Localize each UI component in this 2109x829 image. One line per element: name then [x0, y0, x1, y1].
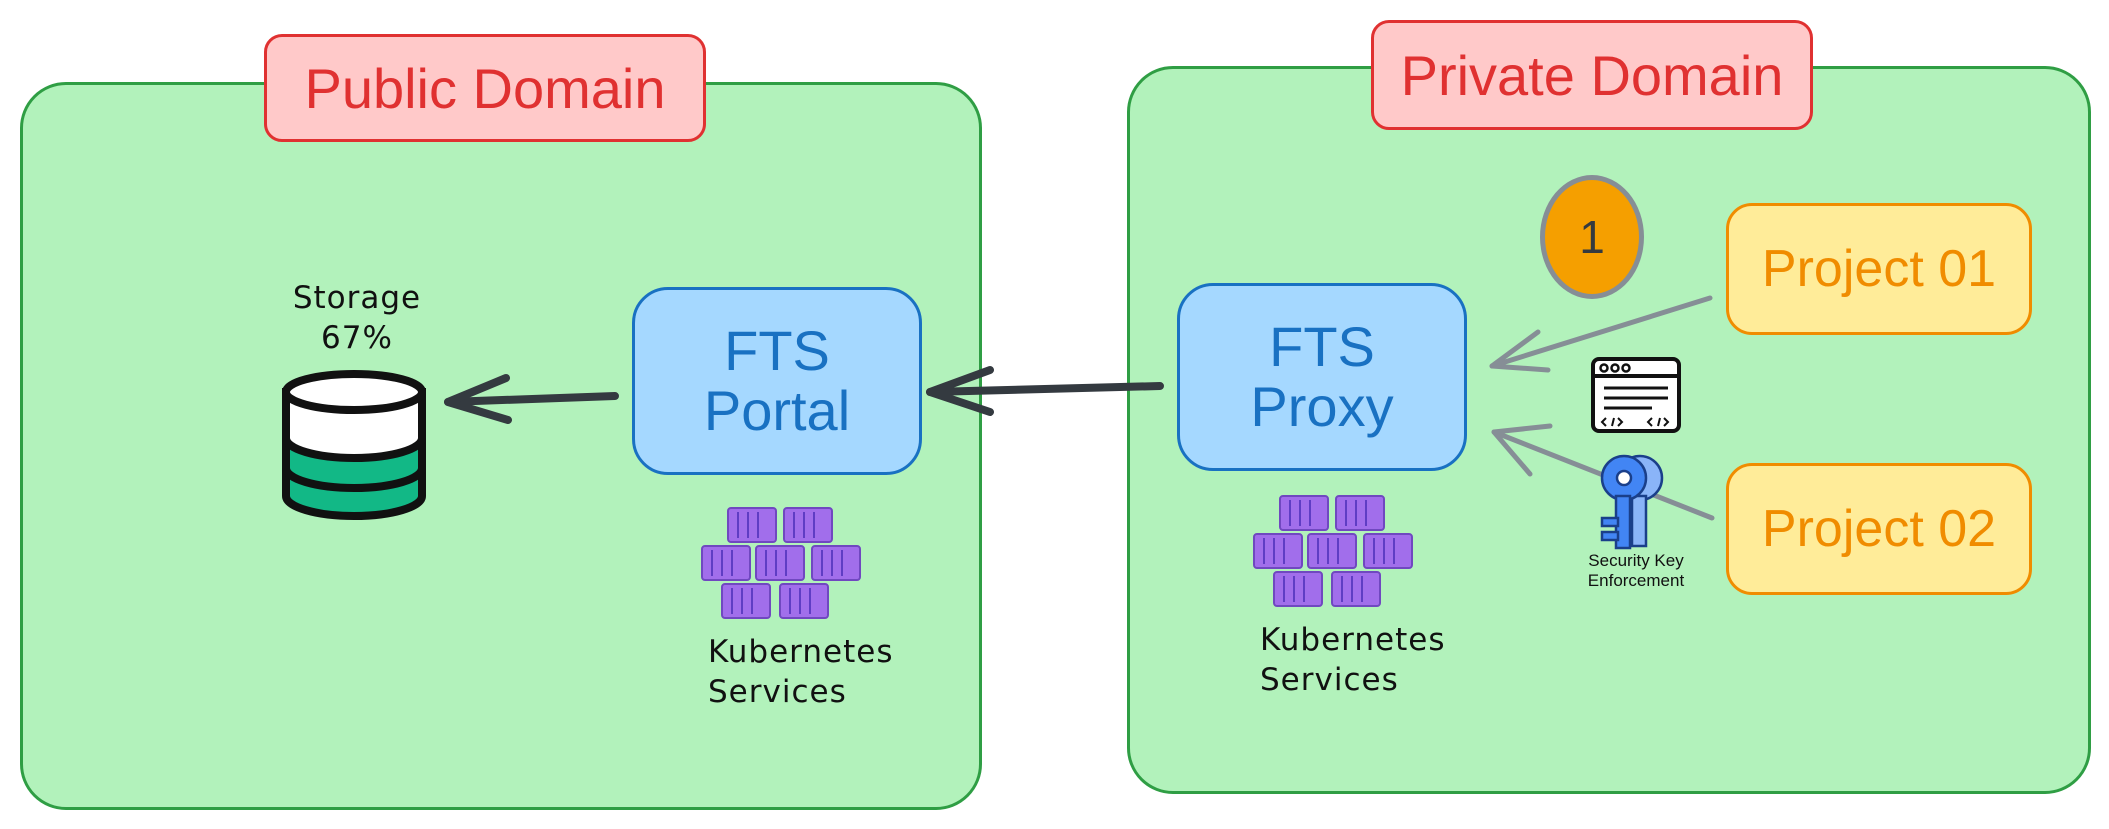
fts-proxy-line1: FTS [1269, 315, 1375, 378]
security-key-label: Security Key Enforcement [1566, 551, 1706, 591]
storage-label-line2: 67% [321, 320, 393, 356]
project01-to-proxy-arrow [1489, 295, 1713, 369]
fts-proxy-box[interactable]: FTS Proxy [1177, 283, 1467, 471]
project-01-box[interactable]: Project 01 [1726, 203, 2032, 335]
security-key-label-line2: Enforcement [1587, 571, 1685, 590]
storage-label: Storage 67% [262, 278, 452, 358]
kubernetes-label-public: Kubernetes Services [708, 632, 928, 712]
proxy-to-portal-arrowhead [926, 366, 994, 416]
code-window-icon [1591, 357, 1681, 433]
proxy-to-portal-arrow [926, 382, 1164, 396]
kubernetes-label-private: Kubernetes Services [1260, 620, 1480, 700]
database-icon [282, 370, 426, 520]
kubernetes-containers-icon [1253, 495, 1413, 607]
kubernetes-containers-icon [701, 507, 861, 619]
portal-to-storage-arrowhead [444, 374, 512, 424]
step-number-badge: 1 [1540, 175, 1644, 299]
fts-proxy-line2: Proxy [1250, 375, 1394, 438]
project02-to-proxy-arrowhead [1491, 423, 1553, 477]
project-02-box[interactable]: Project 02 [1726, 463, 2032, 595]
storage-label-line1: Storage [292, 280, 422, 316]
fts-portal-line1: FTS [724, 319, 830, 382]
kubernetes-label-public-line2: Services [708, 674, 847, 710]
fts-portal-line2: Portal [703, 379, 851, 442]
fts-portal-box[interactable]: FTS Portal [632, 287, 922, 475]
security-key-label-line1: Security Key [1588, 551, 1684, 570]
kubernetes-label-private-line1: Kubernetes [1260, 622, 1446, 658]
private-domain-label: Private Domain [1371, 20, 1813, 130]
portal-to-storage-arrow [444, 392, 619, 406]
public-domain-label: Public Domain [264, 34, 706, 142]
keys-icon [1600, 454, 1664, 550]
project01-to-proxy-arrowhead [1489, 329, 1551, 373]
kubernetes-label-public-line1: Kubernetes [708, 634, 894, 670]
kubernetes-label-private-line2: Services [1260, 662, 1399, 698]
